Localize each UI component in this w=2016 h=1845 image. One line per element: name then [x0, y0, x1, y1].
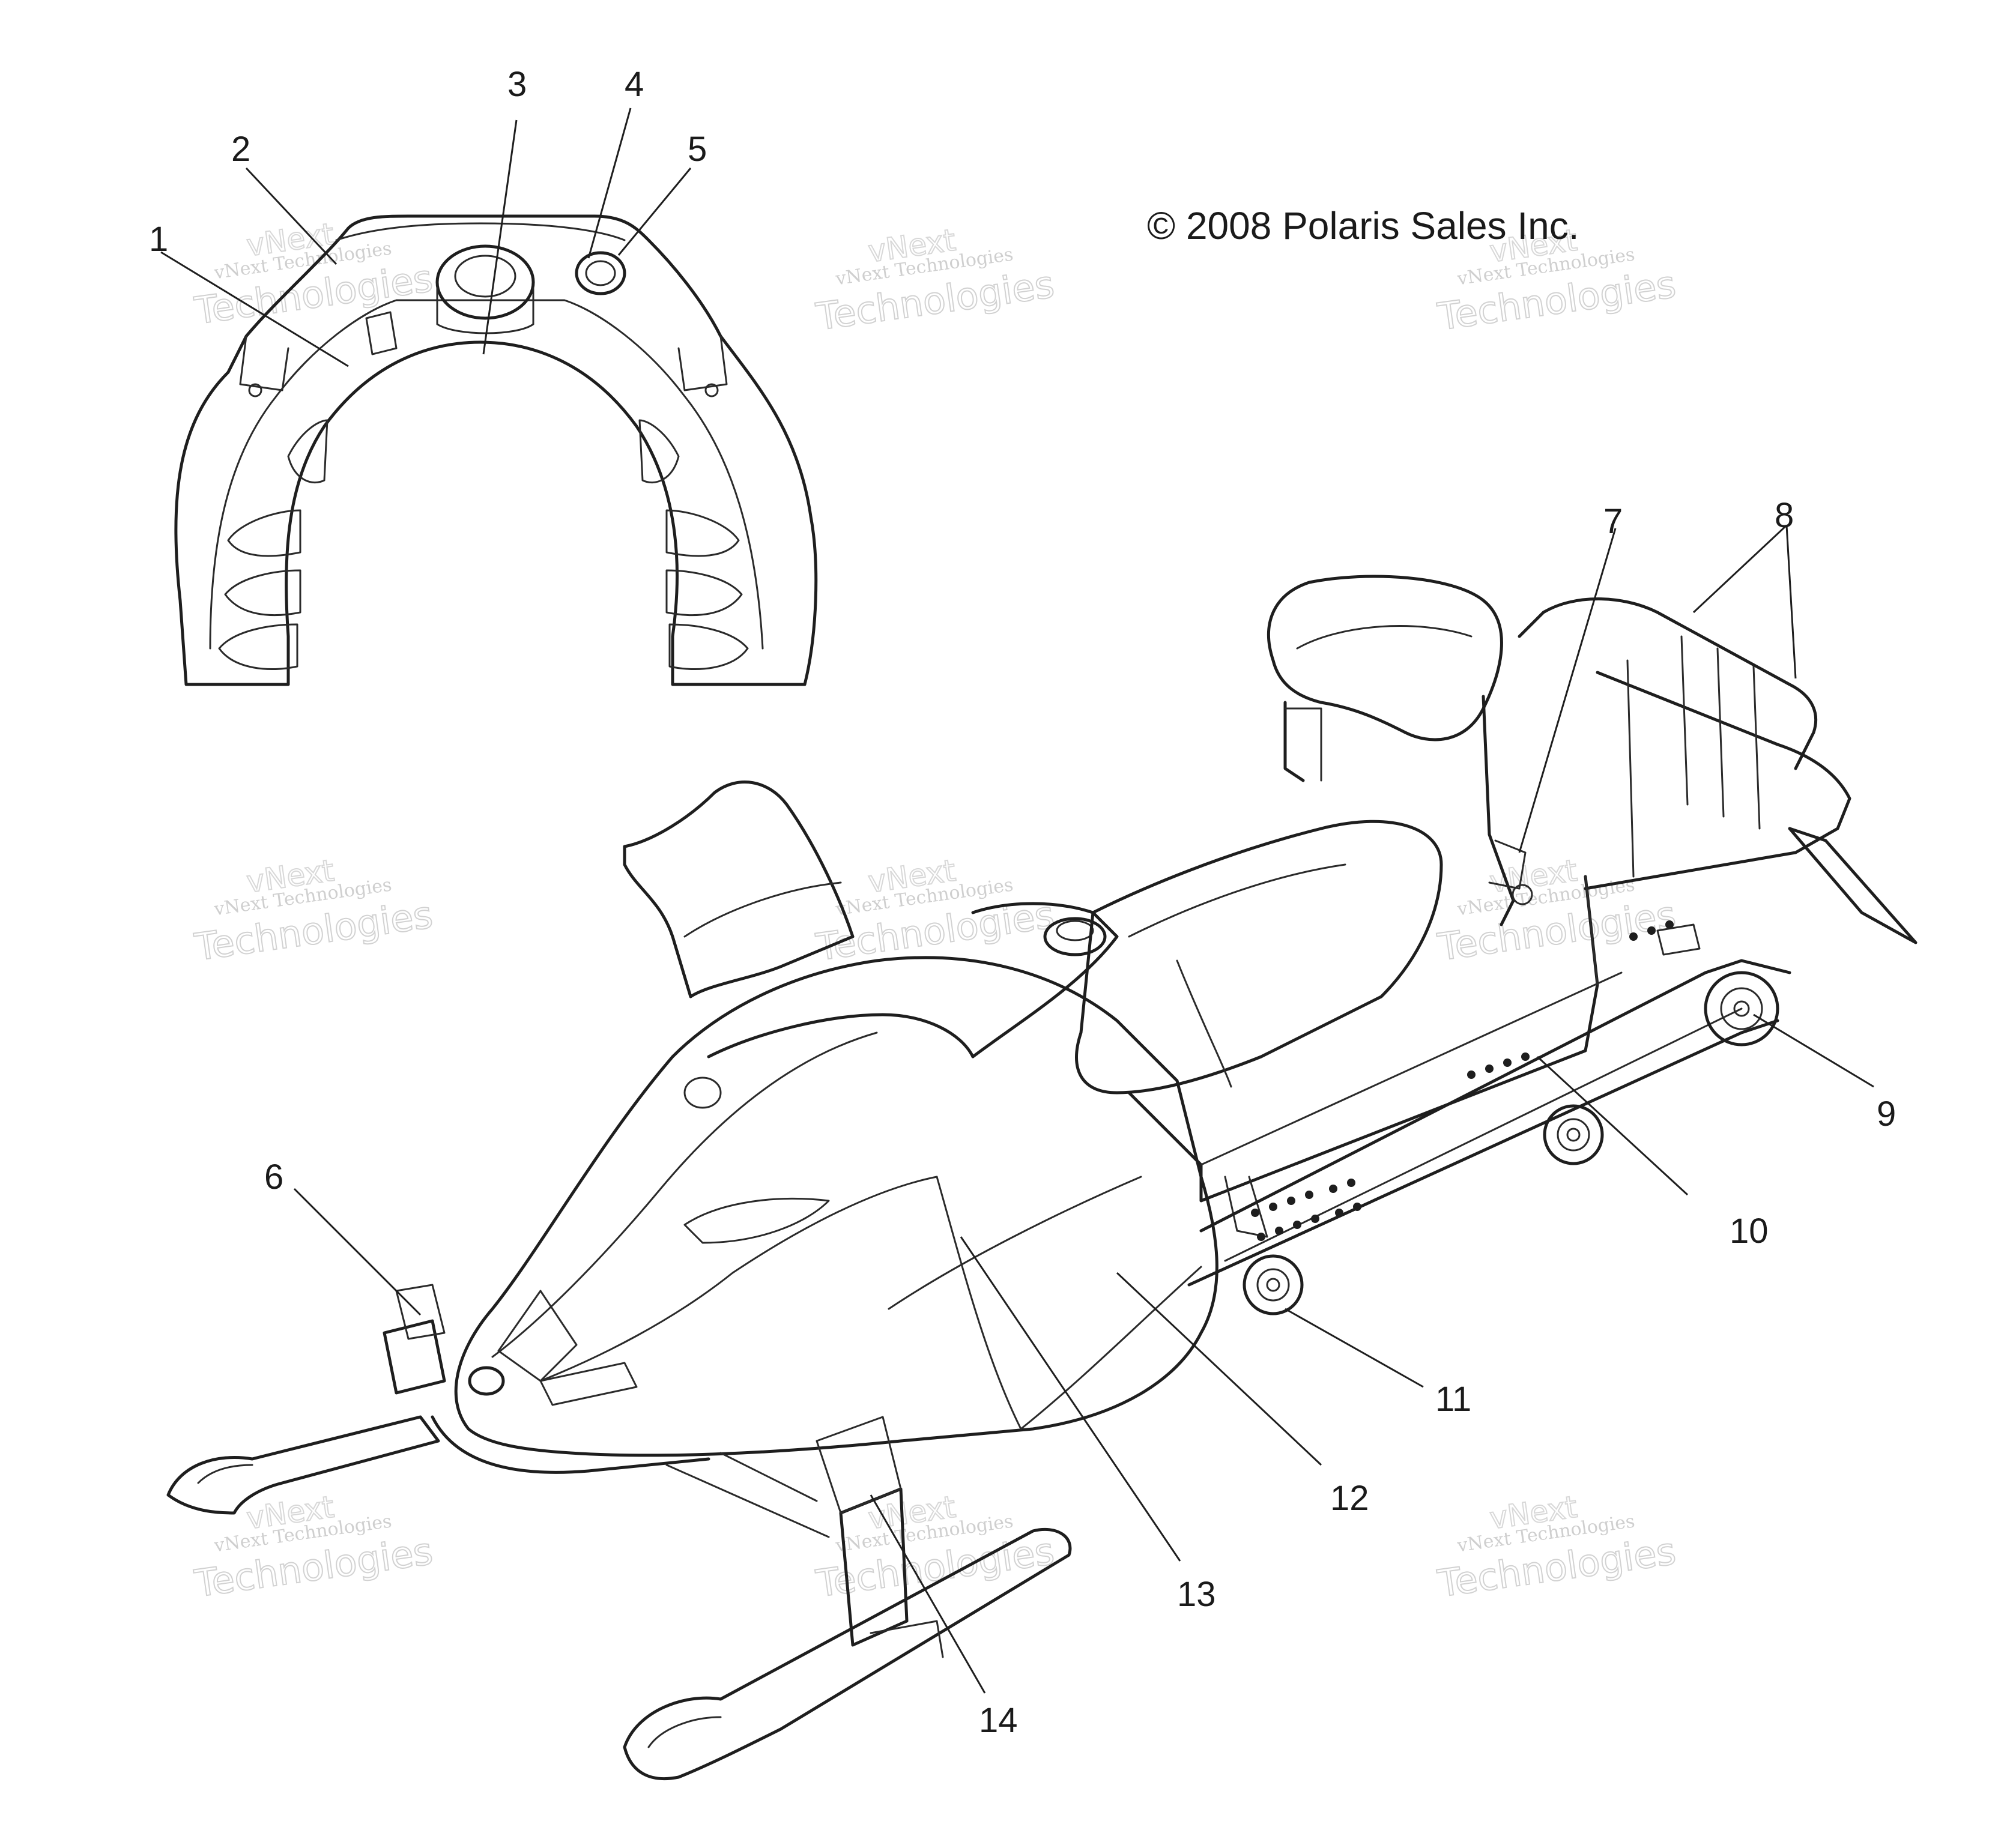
leader-12: [1116, 1272, 1322, 1466]
rear-idler-wheel: [1704, 971, 1779, 1046]
callout-10: 10: [1730, 1212, 1769, 1251]
callout-4: 4: [625, 65, 644, 104]
callout-2: 2: [231, 130, 250, 169]
callout-6: 6: [264, 1158, 283, 1197]
callout-3: 3: [507, 65, 527, 104]
leader-8a: [1692, 524, 1788, 614]
watermark-top-middle: vNext vNext Technologies Technologies: [813, 222, 1058, 340]
callout-1: 1: [149, 220, 168, 259]
leader-1: [160, 251, 349, 367]
callout-9: 9: [1877, 1095, 1896, 1134]
mid-idler-wheel: [1543, 1104, 1604, 1165]
leader-8b: [1785, 525, 1797, 679]
watermark-bottom-left: vNext vNext Technologies Technologies: [191, 1489, 436, 1607]
leader-5: [617, 168, 692, 256]
left-ski: [166, 1284, 446, 1515]
leader-lines: [160, 107, 1874, 1694]
hood-console-illustration: [174, 214, 818, 686]
watermark-bottom-right: vNext vNext Technologies Technologies: [1434, 1489, 1679, 1607]
leader-6: [293, 1188, 422, 1316]
callout-5: 5: [688, 130, 707, 169]
leader-11: [1285, 1308, 1424, 1388]
callout-14: 14: [979, 1701, 1018, 1740]
leader-14: [870, 1494, 986, 1694]
leader-9: [1753, 1013, 1874, 1088]
watermark-mid-right: vNext vNext Technologies Technologies: [1434, 853, 1679, 970]
callout-13: 13: [1177, 1575, 1216, 1614]
leader-7: [1518, 528, 1617, 853]
leader-3: [482, 119, 518, 355]
leader-10: [1536, 1055, 1689, 1196]
copyright-notice: © 2008 Polaris Sales Inc.: [1147, 204, 1579, 247]
callout-12: 12: [1330, 1479, 1369, 1518]
snowmobile-illustration: [166, 575, 1918, 1781]
callout-11: 11: [1435, 1380, 1471, 1419]
leader-2: [245, 167, 338, 265]
leader-13: [960, 1236, 1181, 1562]
callout-7: 7: [1603, 502, 1623, 541]
callout-8: 8: [1775, 496, 1794, 535]
tunnel-perforations: [1251, 920, 1674, 1241]
right-ski: [623, 1416, 1072, 1781]
watermark-mid-left: vNext vNext Technologies Technologies: [191, 853, 436, 970]
callout-labels: 1 2 3 4 5 6 7 8 9 10 11 12 13 14: [149, 65, 1896, 1740]
leader-4: [587, 107, 632, 259]
front-idler-wheel: [1243, 1254, 1304, 1315]
